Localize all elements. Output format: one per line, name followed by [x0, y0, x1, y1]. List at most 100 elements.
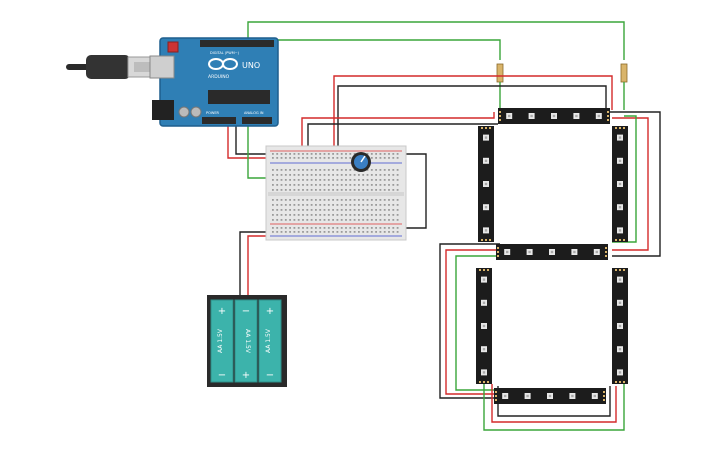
led-pixel-core — [618, 229, 622, 232]
led-strip-segment-g[interactable] — [496, 244, 608, 260]
wire-green-signal-top[interactable] — [247, 21, 625, 60]
led-pixel-core — [618, 159, 622, 162]
led-pixel-core — [573, 250, 576, 254]
power-header-pins[interactable] — [202, 117, 236, 124]
led-pixel-core — [484, 159, 488, 162]
led-pixel-core — [484, 229, 488, 232]
battery-plus-icon: + — [266, 306, 274, 317]
usb-port — [149, 55, 175, 79]
led-pixel-core — [482, 371, 486, 374]
wire-black-battery[interactable] — [239, 231, 272, 296]
potentiometer-indicator — [360, 155, 366, 163]
analog-header-pins[interactable] — [242, 117, 272, 124]
led-strip-segment-a[interactable] — [498, 108, 610, 124]
atmega-chip — [208, 90, 270, 104]
usb-cable — [66, 55, 163, 79]
battery-cell-3: + − AA 1.5V — [258, 299, 282, 383]
battery-minus-icon: − — [218, 370, 226, 381]
wire-red-battery[interactable] — [247, 235, 272, 296]
led-pixel-core — [508, 114, 511, 118]
led-pixel-core — [484, 182, 488, 186]
battery-minus-icon: − — [266, 370, 274, 381]
led-pixel-core — [484, 136, 488, 139]
wire-green-left-middle[interactable] — [455, 255, 500, 391]
usb-plug-body — [86, 55, 130, 79]
led-strip-segment-e[interactable] — [476, 268, 492, 384]
arduino-analog-label: ANALOG IN — [244, 111, 264, 115]
led-strip-segment-b[interactable] — [612, 126, 628, 242]
led-pixel-core — [504, 394, 507, 398]
arduino-digital-label: DIGITAL (PWM~) — [210, 51, 240, 55]
capacitor-1 — [178, 106, 190, 118]
seven-segment-led-display — [476, 108, 628, 404]
wire-red-bottom[interactable] — [491, 384, 617, 423]
led-pixel-core — [484, 206, 488, 209]
led-pixel-core — [597, 114, 600, 118]
battery-plus-icon: + — [242, 370, 250, 381]
led-strip-segment-f[interactable] — [478, 126, 494, 242]
led-pixel-core — [528, 250, 531, 254]
led-pixel-core — [618, 278, 622, 281]
wire-black-gnd[interactable] — [235, 122, 272, 155]
battery-cell-1: + − AA 1.5V — [210, 299, 234, 383]
arduino-logo-icon — [208, 58, 238, 70]
led-pixel-core — [571, 394, 574, 398]
breadboard-center-gap — [268, 192, 404, 196]
digital-header-pins[interactable] — [200, 40, 274, 47]
led-pixel-core — [618, 136, 622, 139]
led-pixel-core — [618, 348, 622, 351]
led-pixel-core — [618, 301, 622, 304]
wire-red-5v[interactable] — [227, 122, 272, 159]
led-pixel-core — [550, 250, 554, 254]
led-pixel-core — [552, 114, 556, 118]
battery-pack-3xAA[interactable]: + − AA 1.5V + − AA 1.5V + − AA 1.5V — [207, 295, 287, 387]
wire-red-left-middle[interactable] — [445, 249, 500, 395]
battery-cell-label: AA 1.5V — [265, 328, 272, 353]
arduino-model-label: UNO — [242, 61, 260, 70]
arduino-uno-board[interactable]: UNO ARDUINO DIGITAL (PWM~) POWER ANALOG … — [149, 37, 279, 127]
arduino-logo-text: ARDUINO — [208, 74, 230, 80]
led-pixel-core — [506, 250, 509, 254]
led-strip-segment-d[interactable] — [494, 388, 606, 404]
led-pixel-core — [618, 182, 622, 186]
arduino-power-label: POWER — [206, 111, 220, 115]
led-pixel-core — [530, 114, 533, 118]
resistor-1[interactable] — [496, 63, 504, 83]
led-pixel-core — [575, 114, 578, 118]
battery-cell-label: AA 1.5V — [244, 329, 251, 354]
led-pixel-core — [526, 394, 529, 398]
wire-green-signal-2[interactable] — [265, 39, 501, 60]
led-pixel-core — [482, 348, 486, 351]
wire-green-bottom[interactable] — [483, 380, 625, 431]
wire-black-left-middle[interactable] — [439, 243, 500, 399]
power-jack — [152, 100, 174, 120]
led-pixel-core — [618, 371, 622, 374]
wire-black-top-loop[interactable] — [337, 85, 607, 152]
breadboard-holes — [272, 153, 399, 233]
wire-black-bb-right[interactable] — [400, 153, 427, 229]
led-pixel-core — [482, 324, 486, 328]
usb-plug-slot — [134, 62, 156, 72]
capacitor-2 — [190, 106, 202, 118]
reset-button[interactable] — [167, 41, 179, 53]
battery-plus-icon: + — [218, 306, 226, 317]
potentiometer[interactable] — [351, 152, 371, 172]
battery-minus-icon: − — [242, 306, 250, 317]
wire-black-right-outer[interactable] — [610, 111, 661, 257]
battery-cell-label: AA 1.5V — [217, 328, 224, 353]
breadboard[interactable] — [265, 145, 407, 241]
led-strip-segment-c[interactable] — [612, 268, 628, 384]
battery-cell-2: + − AA 1.5V — [234, 299, 258, 383]
led-pixel-core — [618, 206, 622, 209]
led-pixel-core — [618, 324, 622, 328]
usb-cable-wire — [66, 64, 92, 70]
led-pixel-core — [593, 394, 596, 398]
led-pixel-core — [548, 394, 552, 398]
led-pixel-core — [595, 250, 598, 254]
led-pixel-core — [482, 278, 486, 281]
led-pixel-core — [482, 301, 486, 304]
battery-cells: + − AA 1.5V + − AA 1.5V + − AA 1.5V — [210, 299, 282, 383]
wire-red-right-outer[interactable] — [612, 117, 649, 251]
resistor-2[interactable] — [620, 63, 628, 83]
